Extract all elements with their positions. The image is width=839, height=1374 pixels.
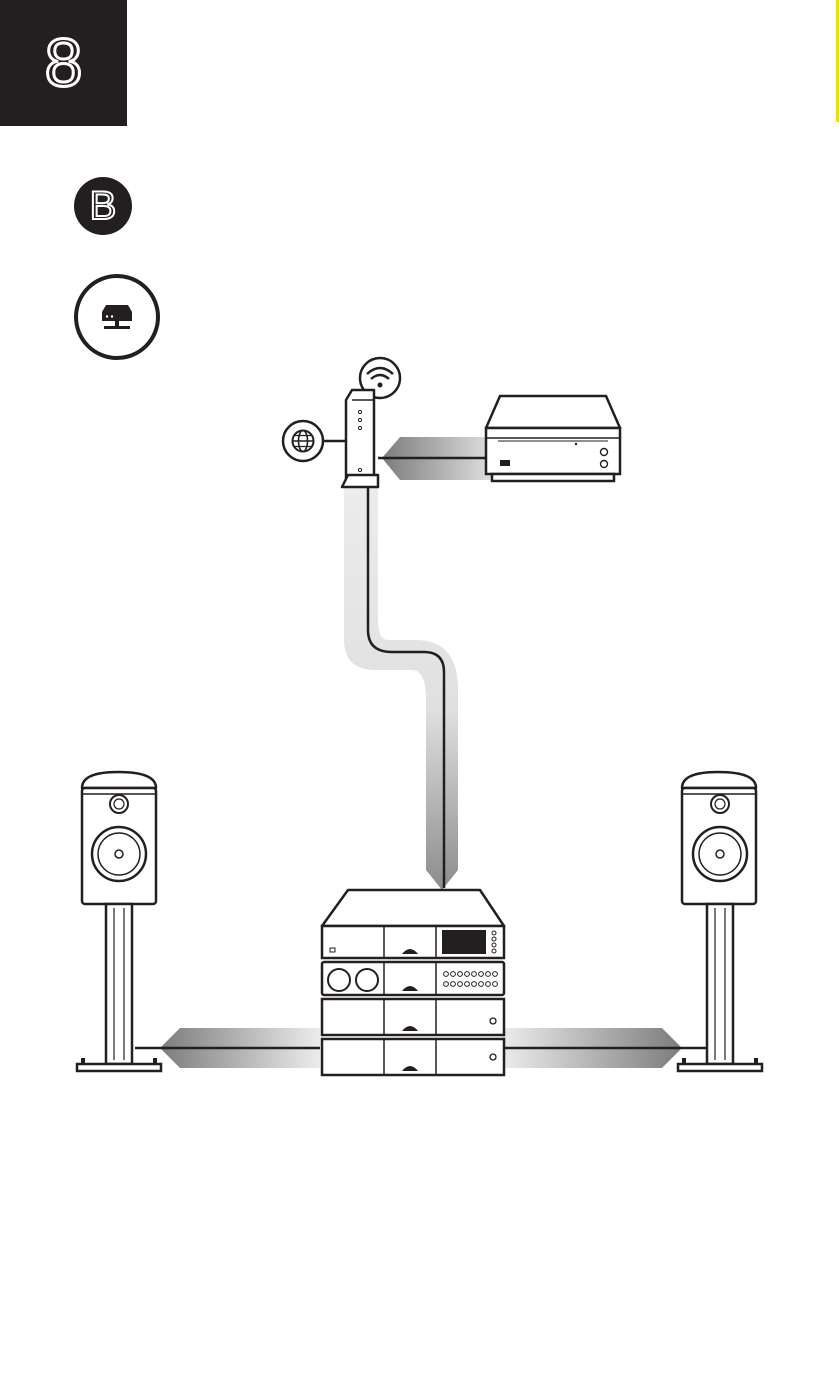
server-to-router-cable — [378, 437, 500, 480]
right-speaker-on-stand — [678, 772, 762, 1071]
network-router — [342, 390, 378, 487]
left-speaker-cable — [135, 1028, 320, 1068]
hifi-component-stack — [322, 890, 504, 1075]
left-speaker-on-stand — [77, 772, 161, 1071]
globe-icon — [283, 421, 346, 461]
right-speaker-cable — [502, 1028, 708, 1068]
router-to-stack-cable — [344, 487, 458, 890]
network-music-server — [486, 396, 620, 481]
